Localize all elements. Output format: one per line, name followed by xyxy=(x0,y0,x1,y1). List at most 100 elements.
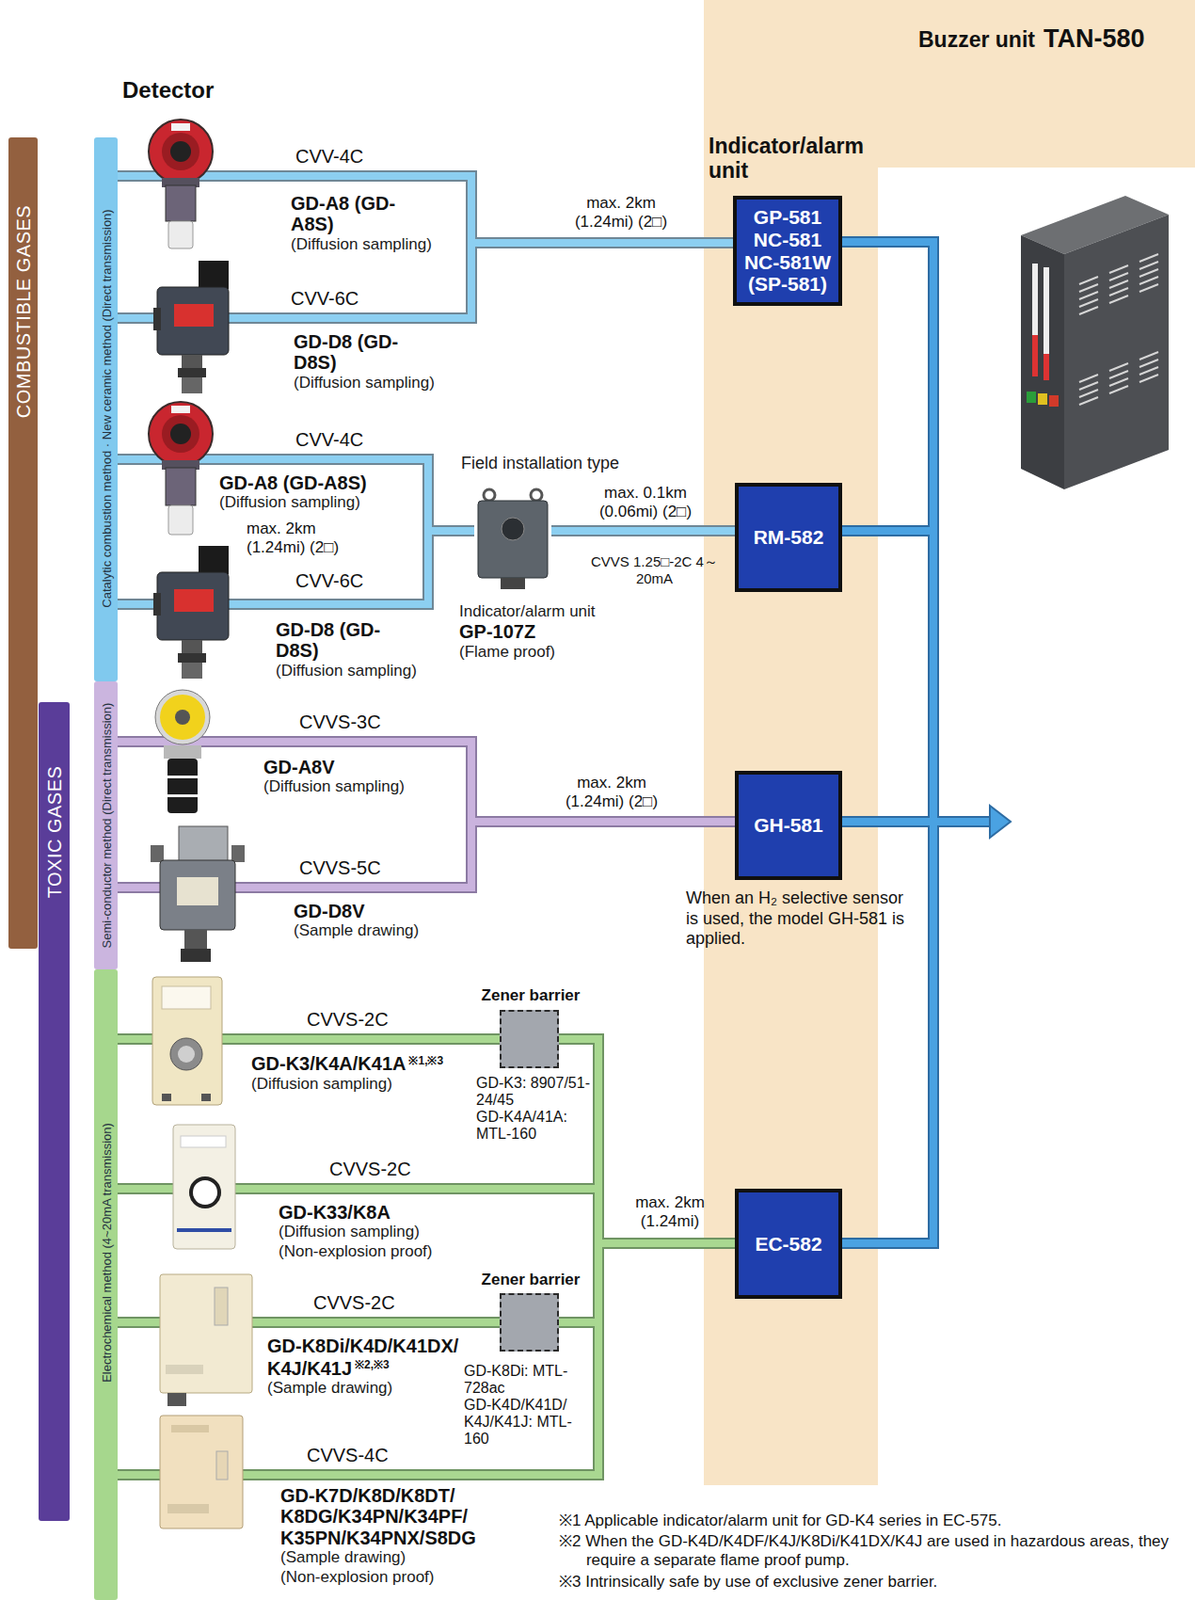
cable-stub xyxy=(117,175,236,605)
detector-picture-part xyxy=(174,303,214,327)
footnote: ※1 Applicable indicator/alarm unit for G… xyxy=(558,1511,1188,1530)
cable-connector xyxy=(214,741,735,822)
zener-barrier: Zener barrierGD-K3: 8907/51-24/45GD-K4A/… xyxy=(499,1009,559,1068)
cable-label: CVV-4C xyxy=(295,429,364,451)
detector-picture-part xyxy=(167,794,198,797)
detector-picture xyxy=(173,1124,236,1249)
text-group: Indicator/alarm unitGP-107Z(Flame proof) xyxy=(459,602,596,662)
detector-picture-part xyxy=(153,592,161,616)
detector-picture-part xyxy=(167,758,198,813)
buzzer-picture-part xyxy=(1026,391,1036,403)
text-group: Field installation type xyxy=(461,453,620,475)
node-text: GD-K4D/K41D/ K4J/K41J: MTL-160 xyxy=(463,1396,591,1448)
detector: GD-D8 (GD-D8S)(Diffusion sampling) xyxy=(153,260,236,394)
detector-picture-part xyxy=(157,572,229,640)
detector-picture-part xyxy=(181,377,203,394)
annotation: When an H₂ selective sensor is used, the… xyxy=(685,888,917,950)
detector-picture-part xyxy=(161,414,200,453)
node-text: GD-A8V xyxy=(263,756,405,778)
cable-label: CVVS-4C xyxy=(306,1444,389,1466)
zener-barrier: Zener barrierGD-K8Di: MTL-728acGD-K4D/K4… xyxy=(499,1292,559,1352)
cable-label: CVV-4C xyxy=(295,145,364,168)
buzzer-picture-part xyxy=(1032,263,1038,377)
method-band: Electrochemical method (4~20mA transmiss… xyxy=(94,969,118,1600)
cable-label: CVVS-2C xyxy=(329,1158,412,1180)
alarm-bus-line-part xyxy=(842,241,996,1243)
cable-connector xyxy=(224,1035,500,1043)
annotation: max. 2km (1.24mi) xyxy=(622,1193,717,1232)
detector-picture-part xyxy=(165,1364,204,1374)
detector-picture xyxy=(159,1415,243,1529)
annotation: CVVS 1.25□-2C 4～20mA xyxy=(590,553,718,588)
detector-picture-part xyxy=(198,545,229,574)
buzzer-picture-part xyxy=(1043,353,1050,381)
detector: GD-A8 (GD-A8S)(Diffusion sampling) xyxy=(143,117,220,251)
detector: GD-K33/K8A(Diffusion sampling)(Non-explo… xyxy=(171,1122,238,1251)
connector-outline xyxy=(558,1038,735,1243)
cable-label: CVVS-5C xyxy=(299,857,382,879)
detector-picture-part xyxy=(181,639,203,654)
detector: GD-K7D/K8D/K8DT/ K8DG/K34PN/K34PF/ K35PN… xyxy=(158,1413,245,1531)
detector-picture-part xyxy=(178,826,228,862)
node-text: (Flame proof) xyxy=(459,642,596,662)
cable-stub-part xyxy=(117,175,236,605)
detector-picture-part xyxy=(155,689,210,745)
detector-picture-part xyxy=(150,844,164,862)
text-group: GD-K3: 8907/51-24/45GD-K4A/41A: MTL-160 xyxy=(476,1074,594,1143)
annotation: max. 2km (1.24mi) (2□) xyxy=(564,193,678,233)
field-unit-picture-part xyxy=(501,517,525,541)
text-group: GD-K33/K8A(Diffusion sampling)(Non-explo… xyxy=(278,1201,432,1261)
node-text: GD-D8V xyxy=(293,900,419,922)
connector-layer-part xyxy=(214,175,735,1475)
node-text: (Diffusion sampling) xyxy=(293,373,435,393)
annotation: max. 2km (1.24mi) (2□) xyxy=(246,519,360,558)
indicator-alarm-unit: RM-582 xyxy=(734,482,843,592)
node-text: GD-A8 (GD-A8S) xyxy=(219,472,367,494)
detector-picture-part xyxy=(165,185,196,222)
node-text: Zener barrier xyxy=(469,986,592,1005)
field-unit-picture xyxy=(478,489,548,590)
buzzer-picture-part xyxy=(1032,334,1038,377)
cable-connector xyxy=(244,821,735,888)
gas-category-band: COMBUSTIBLE GASES xyxy=(8,137,38,949)
detector-picture-part xyxy=(148,401,213,466)
node-text: GD-K8Di: MTL-728ac xyxy=(463,1362,591,1397)
detector-picture-part xyxy=(175,709,191,725)
text-group: GD-D8 (GD-D8S)(Diffusion sampling) xyxy=(275,619,417,681)
node-text: Zener barrier xyxy=(469,1270,592,1290)
node-text: Indicator/alarm unit xyxy=(459,602,596,622)
detector: GD-A8 (GD-A8S)(Diffusion sampling) xyxy=(143,398,220,537)
method-band: Semi-conductor method (Direct transmissi… xyxy=(94,681,118,970)
detector-picture xyxy=(148,119,213,249)
node-text: GD-K3/K4A/K41A xyxy=(251,1052,406,1074)
detector-picture-part xyxy=(181,662,203,679)
node-text: GP-581 NC-581 NC-581W (SP-581) xyxy=(740,206,835,295)
annotation: max. 2km (1.24mi) (2□) xyxy=(555,773,669,813)
detector-picture-part xyxy=(191,1178,220,1207)
node-text: TAN-580 xyxy=(1043,24,1146,54)
node-text: TOXIC GASES xyxy=(43,765,65,899)
node-text: (Diffusion sampling) xyxy=(275,661,417,681)
detector-picture-part xyxy=(177,367,207,378)
detector: GD-K3/K4A/K41A※1,※3(Diffusion sampling) xyxy=(150,974,225,1108)
field-indicator-unit: Field installation typeIndicator/alarm u… xyxy=(474,487,552,590)
detector-picture-part xyxy=(170,1037,203,1070)
connector-outline xyxy=(219,175,733,243)
detector-picture-part xyxy=(173,1124,236,1249)
detector-picture-part xyxy=(157,286,229,355)
connector-outline xyxy=(237,1188,735,1243)
detector-picture-part xyxy=(165,467,196,506)
detector-picture-part xyxy=(180,1135,226,1148)
detector-picture-part xyxy=(216,1450,228,1480)
detector-picture-part xyxy=(214,1287,228,1325)
text-group: Zener barrier xyxy=(469,1270,592,1290)
buzzer-picture-part xyxy=(1079,254,1159,405)
cable-connector xyxy=(254,1318,500,1326)
connector-outline xyxy=(224,1033,500,1045)
cable-stub xyxy=(117,175,236,605)
detector-picture xyxy=(153,260,229,394)
buzzer-picture xyxy=(1020,195,1169,490)
detector-picture-part xyxy=(174,589,214,612)
detector-picture-part xyxy=(159,694,206,740)
detector-picture-part xyxy=(201,1093,211,1101)
